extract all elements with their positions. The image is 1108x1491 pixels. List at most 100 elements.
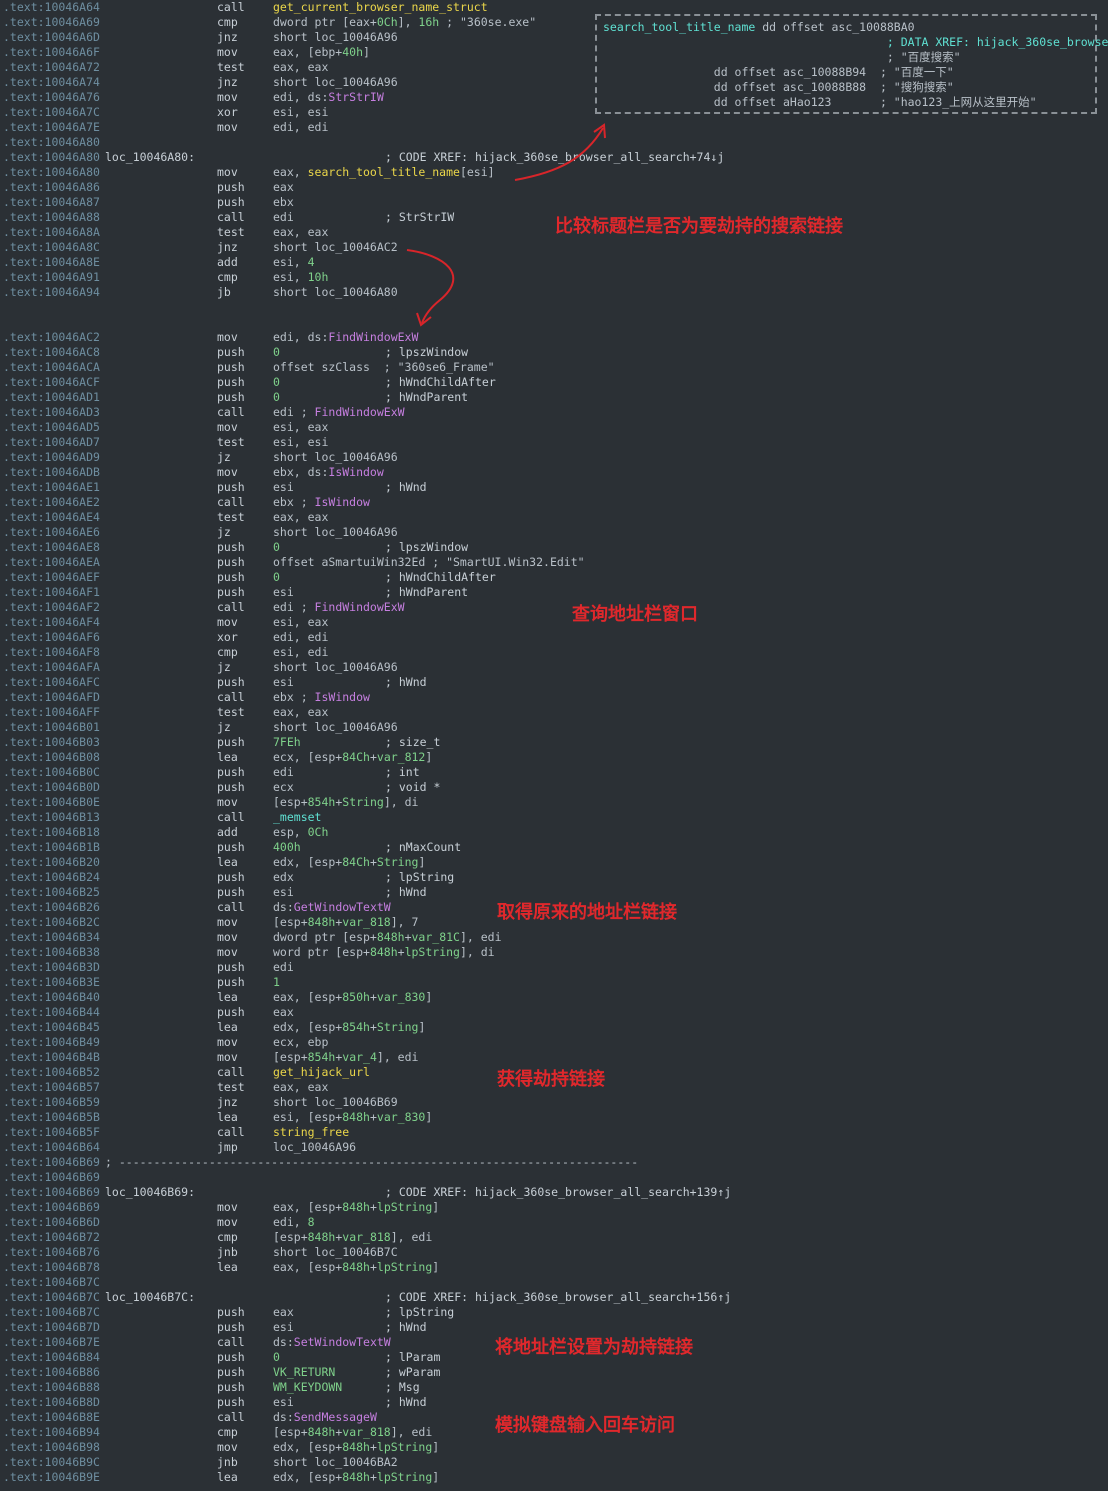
instruction-operands: edx, [esp+84Ch+String] — [273, 855, 425, 870]
instruction-mnemonic: mov — [217, 120, 238, 134]
instruction-mnemonic: cmp — [217, 645, 238, 659]
instruction-mnemonic: push — [217, 1365, 245, 1379]
operand-token: edi ; — [273, 405, 315, 419]
operand-token: edi — [273, 960, 294, 974]
instruction-comment: ; hWndParent — [385, 390, 469, 404]
annot-compare-title: 比较标题栏是否为要劫持的搜索链接 — [555, 216, 843, 237]
instruction-operands: eax, eax — [273, 60, 328, 75]
address-label: .text:10046B76 — [3, 1245, 100, 1259]
instruction-operands: [esp+848h+var_818], edi — [273, 1230, 432, 1245]
instruction-mnemonic: xor — [217, 630, 238, 644]
instruction-operands: eax — [273, 1005, 294, 1020]
operand-token: 0 — [273, 345, 280, 359]
address-label: .text:10046AF2 — [3, 600, 100, 614]
instruction-mnemonic: jnb — [217, 1245, 238, 1259]
address-label: .text:10046AD9 — [3, 450, 100, 464]
instruction-mnemonic: call — [217, 1335, 245, 1349]
operand-token: offset szClass ; "360se6_Frame" — [273, 360, 495, 374]
address-label: .text:10046B34 — [3, 930, 100, 944]
address-label: .text:10046AFC — [3, 675, 100, 689]
operand-token: ] — [425, 990, 433, 1004]
operand-token: esi, — [273, 270, 308, 284]
listing-row: .text:10046A80 — [0, 135, 1101, 150]
address-label: .text:10046B69 — [3, 1170, 100, 1184]
address-label: .text:10046B7E — [3, 1335, 100, 1349]
operand-token: eax — [273, 1005, 294, 1019]
instruction-mnemonic: push — [217, 1380, 245, 1394]
address-label: .text:10046B7C — [3, 1275, 100, 1289]
address-label: .text:10046B0D — [3, 780, 100, 794]
instruction-comment: ; void * — [385, 780, 441, 794]
operand-token: var_830 — [376, 990, 426, 1004]
instruction-mnemonic: mov — [217, 1200, 238, 1214]
operand-token: search_tool_title_name — [307, 165, 460, 179]
instruction-operands: edi, edi — [273, 630, 328, 645]
operand-token: eax — [273, 180, 294, 194]
instruction-mnemonic: push — [217, 735, 245, 749]
xref-box-line: ; DATA XREF: hijack_360se_browse — [603, 35, 1108, 50]
operand-token: var_81C — [411, 930, 460, 944]
instruction-operands: short loc_10046AC2 — [273, 240, 398, 255]
operand-token: short loc_10046B69 — [273, 1095, 398, 1109]
instruction-mnemonic: push — [217, 780, 245, 794]
address-label: .text:10046B4B — [3, 1050, 100, 1064]
address-label: .text:10046AF4 — [3, 615, 100, 629]
operand-token: esp, — [273, 825, 308, 839]
operand-token: ] — [432, 1260, 440, 1274]
instruction-comment: ; lpszWindow — [385, 540, 469, 554]
operand-token: + — [397, 945, 405, 959]
address-label: .text:10046A80 — [3, 150, 100, 164]
annot-find-addressbar: 查询地址栏窗口 — [572, 604, 698, 625]
operand-token: 848h — [376, 930, 405, 944]
instruction-mnemonic: cmp — [217, 15, 238, 29]
instruction-mnemonic: mov — [217, 615, 238, 629]
instruction-operands: 7FEh — [273, 735, 301, 750]
address-label: .text:10046B8E — [3, 1410, 100, 1424]
address-label: .text:10046AD1 — [3, 390, 100, 404]
instruction-mnemonic: call — [217, 900, 245, 914]
instruction-comment: ; hWndChildAfter — [385, 375, 496, 389]
instruction-mnemonic: jnz — [217, 1095, 238, 1109]
address-label: .text:10046AFA — [3, 660, 100, 674]
operand-token: + — [335, 1050, 343, 1064]
arrow-xref-to-box-head — [593, 123, 606, 139]
instruction-mnemonic: call — [217, 810, 245, 824]
operand-token: word ptr [esp+ — [273, 945, 370, 959]
instruction-mnemonic: test — [217, 510, 245, 524]
operand-token: ], di — [459, 945, 495, 959]
address-label: .text:10046A6D — [3, 30, 100, 44]
address-label: .text:10046A76 — [3, 90, 100, 104]
instruction-operands: ecx, ebp — [273, 1035, 328, 1050]
instruction-operands: esi — [273, 1395, 294, 1410]
operand-token: ] — [425, 1110, 433, 1124]
operand-token: 0Ch — [376, 15, 398, 29]
instruction-operands: eax — [273, 180, 294, 195]
instruction-mnemonic: push — [217, 345, 245, 359]
instruction-mnemonic: jz — [217, 660, 231, 674]
address-label: .text:10046AEA — [3, 555, 100, 569]
operand-token: var_812 — [376, 750, 426, 764]
instruction-operands: eax, search_tool_title_name[esi] — [273, 165, 495, 180]
address-label: .text:10046B64 — [3, 1140, 100, 1154]
operand-token: 0 — [273, 540, 280, 554]
instruction-mnemonic: jb — [217, 285, 231, 299]
address-label: .text:10046B1B — [3, 840, 100, 854]
instruction-mnemonic: mov — [217, 465, 238, 479]
operand-token: FindWindowExW — [328, 330, 419, 344]
